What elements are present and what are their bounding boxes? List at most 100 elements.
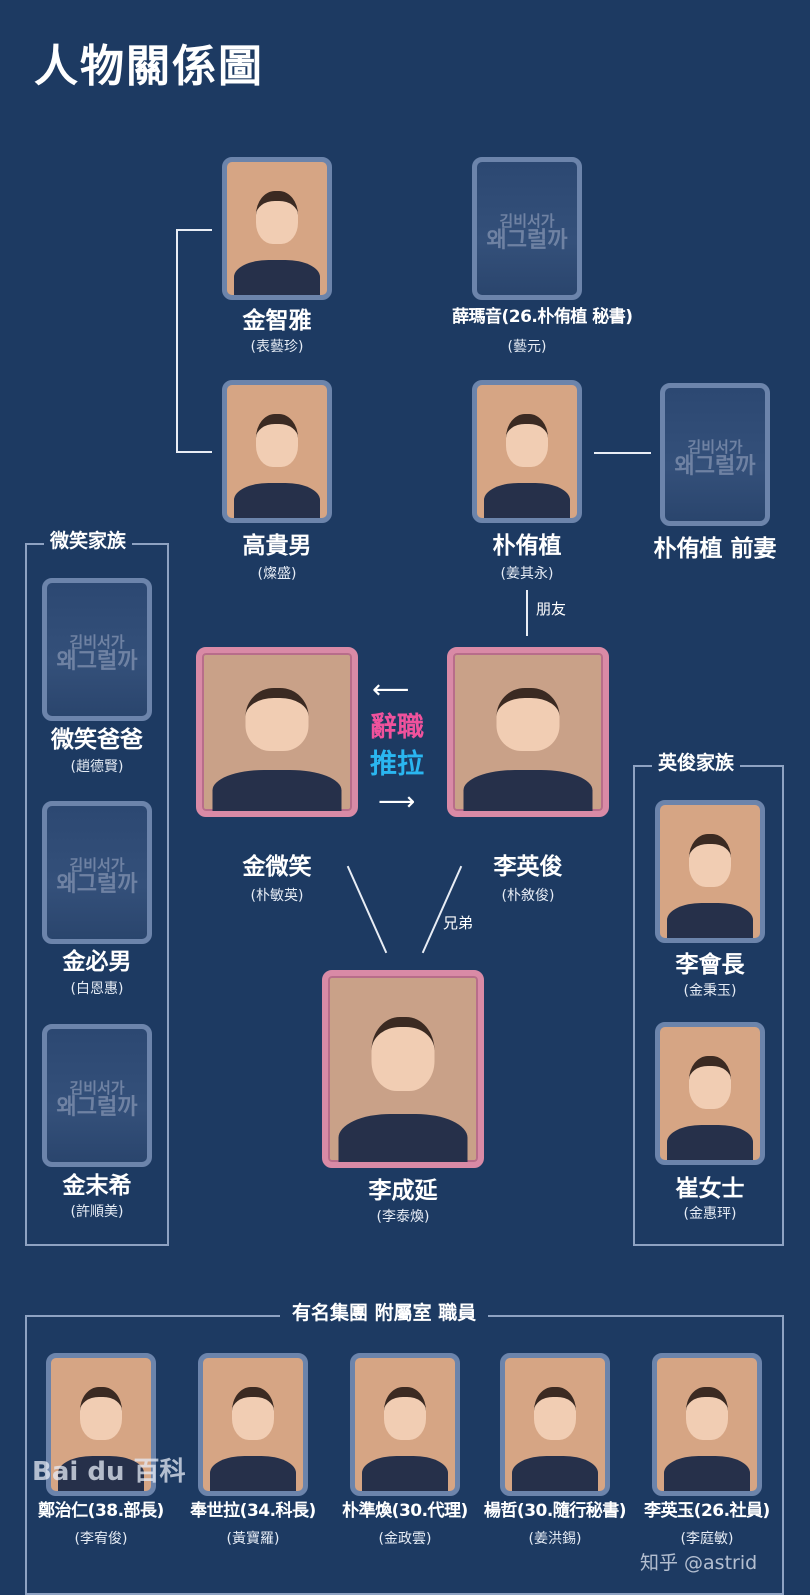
actor-name: (金惠玶) [683, 1206, 737, 1222]
portrait-kimmiso [196, 647, 358, 817]
couple-bracket-vertical [176, 229, 178, 453]
character-name: 鄭治仁(38.部長) [38, 1501, 164, 1521]
portrait-body [667, 1125, 753, 1160]
actor-name: (姜洪錫) [528, 1531, 582, 1547]
friend-label: 朋友 [536, 600, 567, 618]
actor-name: (燦盛) [257, 566, 297, 582]
portrait-head [256, 414, 298, 468]
actor-name: (李宥俊) [74, 1531, 128, 1547]
character-name: 薛瑪音(26.朴侑植 秘書) [452, 307, 633, 327]
portrait-jeongchiin [46, 1353, 156, 1496]
portrait-yangcheol [500, 1353, 610, 1496]
portrait-body [362, 1456, 448, 1491]
push-pull-label: 推拉 [370, 749, 424, 780]
drama-logo-line2: 왜그럴까 [56, 648, 138, 674]
drama-logo-line2: 왜그럴까 [486, 227, 568, 253]
portrait-head [534, 1387, 576, 1441]
portrait-body [484, 483, 570, 518]
ex-spouse-line [594, 452, 651, 454]
portrait-body [58, 1456, 144, 1491]
portrait-body [667, 903, 753, 938]
couple-bracket-top [176, 229, 212, 231]
arrow-left-icon: ⟵ [372, 675, 410, 705]
actor-name: (白恩惠) [70, 981, 124, 997]
character-name: 金必男 [62, 949, 132, 975]
portrait-body [463, 769, 593, 811]
actor-name: (朴敘俊) [501, 888, 555, 904]
couple-bracket-bottom [176, 451, 212, 453]
actor-name: (黃寶羅) [226, 1531, 280, 1547]
portrait-head [689, 834, 731, 888]
portrait-bongsera [198, 1353, 308, 1496]
drama-logo-line2: 왜그럴까 [674, 453, 756, 479]
drama-logo-line1: 김비서가 [687, 437, 743, 456]
character-name: 奉世拉(34.科長) [190, 1501, 316, 1521]
company-staff-label: 有名集團 附屬室 職員 [280, 1302, 489, 1325]
portrait-head [232, 1387, 274, 1441]
character-name: 金智雅 [242, 308, 312, 334]
portrait-leesungyeon [322, 970, 484, 1168]
character-name: 金末希 [62, 1173, 132, 1199]
portrait-body [512, 1456, 598, 1491]
portrait-head [80, 1387, 122, 1441]
portrait-head [686, 1387, 728, 1441]
actor-name: (姜其永) [500, 566, 554, 582]
portrait-body [234, 483, 320, 518]
character-name: 高貴男 [242, 533, 312, 559]
arrow-right-icon: ⟶ [378, 787, 416, 817]
portrait-parkjunhwan [350, 1353, 460, 1496]
portrait-head [384, 1387, 426, 1441]
friend-line [526, 590, 528, 636]
actor-name: (藝元) [507, 339, 547, 355]
portrait-head [256, 191, 298, 245]
portrait-chairman [655, 800, 765, 943]
character-name: 微笑爸爸 [51, 727, 143, 753]
character-name: 崔女士 [675, 1176, 745, 1202]
character-name: 李英俊 [493, 854, 563, 880]
character-name: 朴準煥(30.代理) [342, 1501, 468, 1521]
page-title: 人物關係圖 [34, 41, 264, 92]
actor-name: (李泰煥) [376, 1209, 430, 1225]
actor-name: (表藝珍) [250, 339, 304, 355]
actor-name: (趙德賢) [70, 759, 124, 775]
character-name: 朴侑植 [492, 533, 562, 559]
drama-logo-line2: 왜그럴까 [56, 871, 138, 897]
actor-name: (許順美) [70, 1204, 124, 1220]
actor-name: (朴敏英) [250, 888, 304, 904]
portrait-body [234, 260, 320, 295]
portrait-head [496, 687, 560, 751]
zhihu-watermark: 知乎 @astrid [640, 1552, 758, 1574]
resign-label: 辭職 [370, 712, 424, 743]
drama-logo-line1: 김비서가 [69, 855, 125, 874]
portrait-gogwinam [222, 380, 332, 523]
baidu-watermark: Bai du 百科 [32, 1457, 186, 1487]
portrait-body [210, 1456, 296, 1491]
portrait-head [245, 687, 309, 751]
character-name: 金微笑 [242, 854, 312, 880]
character-name: 朴侑植 前妻 [653, 536, 777, 562]
character-name: 李會長 [675, 952, 745, 978]
portrait-body [338, 1113, 468, 1162]
brothers-label: 兄弟 [443, 914, 474, 932]
miso-family-label: 微笑家族 [44, 530, 133, 553]
actor-name: (金政雲) [378, 1531, 432, 1547]
portrait-parkyusik [472, 380, 582, 523]
actor-name: (李庭敏) [680, 1531, 734, 1547]
portrait-leeyoungjun [447, 647, 609, 817]
character-name: 楊哲(30.隨行秘書) [483, 1501, 627, 1521]
youngjun-family-label: 英俊家族 [652, 752, 741, 775]
portrait-body [664, 1456, 750, 1491]
character-name: 李成延 [368, 1178, 438, 1204]
portrait-head [506, 414, 548, 468]
portrait-head [371, 1016, 435, 1092]
drama-logo-line2: 왜그럴까 [56, 1094, 138, 1120]
